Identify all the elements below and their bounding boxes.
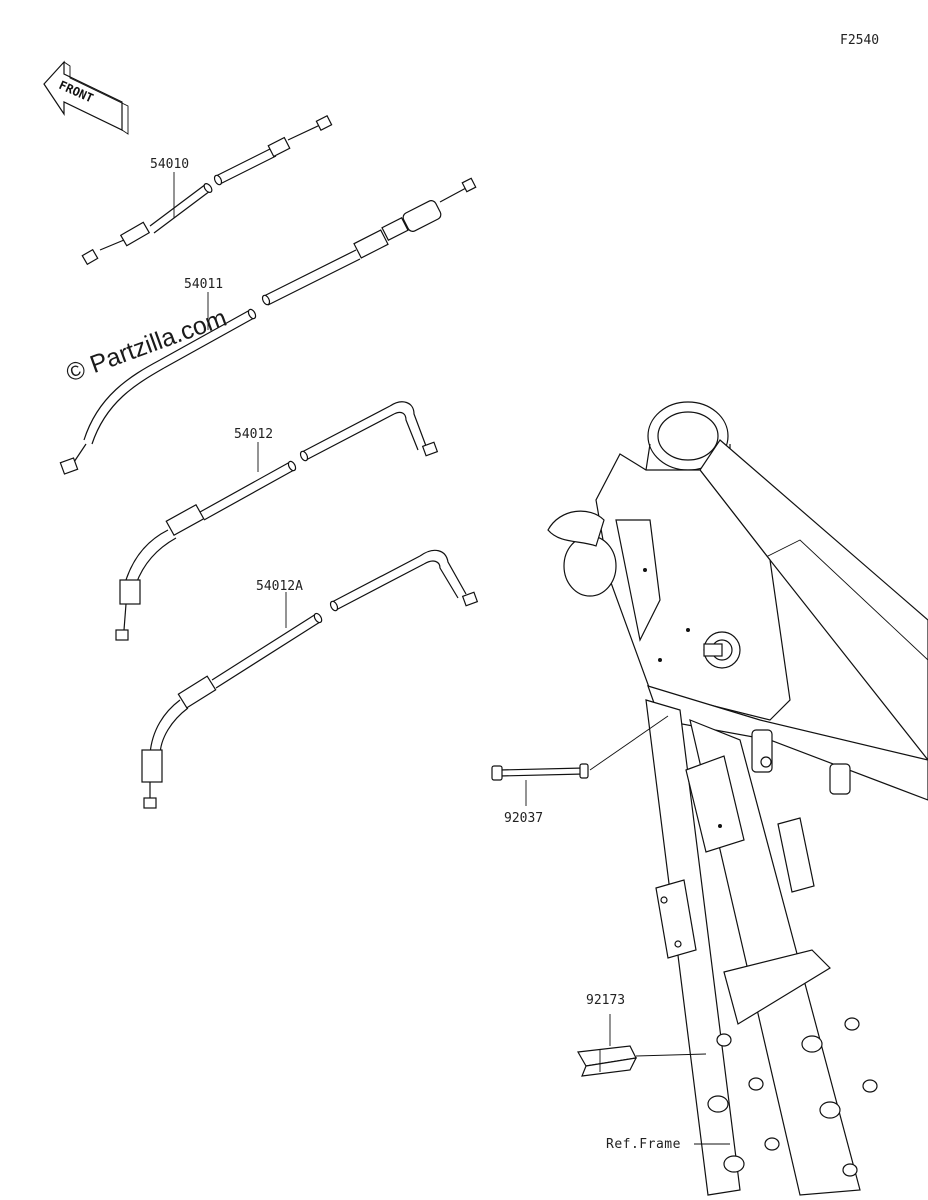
cable-54011[interactable] — [59, 177, 477, 475]
part-92173[interactable] — [577, 1045, 638, 1077]
diagram-code: F2540 — [840, 33, 879, 48]
cable-54012[interactable] — [115, 401, 439, 641]
part-label-92037: 92037 — [504, 811, 543, 826]
front-arrow-icon: FRONT — [43, 60, 129, 135]
cable-54012A[interactable] — [141, 549, 479, 809]
cable-54010[interactable] — [81, 115, 333, 266]
reference-label-frame: Ref.Frame — [606, 1137, 681, 1152]
part-label-54010: 54010 — [150, 157, 189, 172]
part-label-92173: 92173 — [586, 993, 625, 1008]
part-92037[interactable] — [491, 763, 589, 781]
frame-assembly — [547, 401, 928, 1196]
part-label-54011: 54011 — [184, 277, 223, 292]
part-label-54012A: 54012A — [256, 579, 303, 594]
part-label-54012: 54012 — [234, 427, 273, 442]
